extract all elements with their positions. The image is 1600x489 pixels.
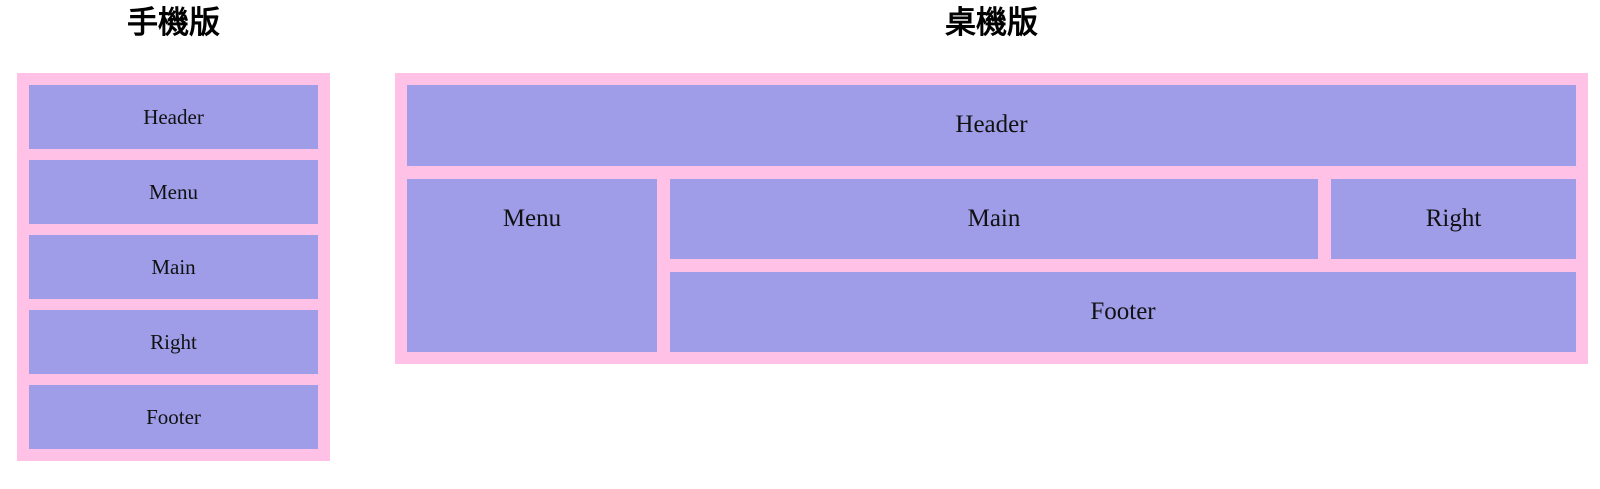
desktop-right-box: Right xyxy=(1331,179,1576,259)
mobile-header-box: Header xyxy=(29,85,318,149)
mobile-layout-container: Header Menu Main Right Footer xyxy=(17,73,330,461)
desktop-header-box: Header xyxy=(407,85,1576,166)
desktop-version-title: 桌機版 xyxy=(945,5,1038,41)
mobile-right-box: Right xyxy=(29,310,318,374)
mobile-version-title: 手機版 xyxy=(127,5,220,41)
desktop-menu-box: Menu xyxy=(407,179,657,352)
mobile-menu-box: Menu xyxy=(29,160,318,224)
desktop-footer-box: Footer xyxy=(670,272,1576,352)
desktop-layout-container: Header Menu Main Right Footer xyxy=(395,73,1588,364)
mobile-main-box: Main xyxy=(29,235,318,299)
desktop-main-box: Main xyxy=(670,179,1318,259)
mobile-footer-box: Footer xyxy=(29,385,318,449)
